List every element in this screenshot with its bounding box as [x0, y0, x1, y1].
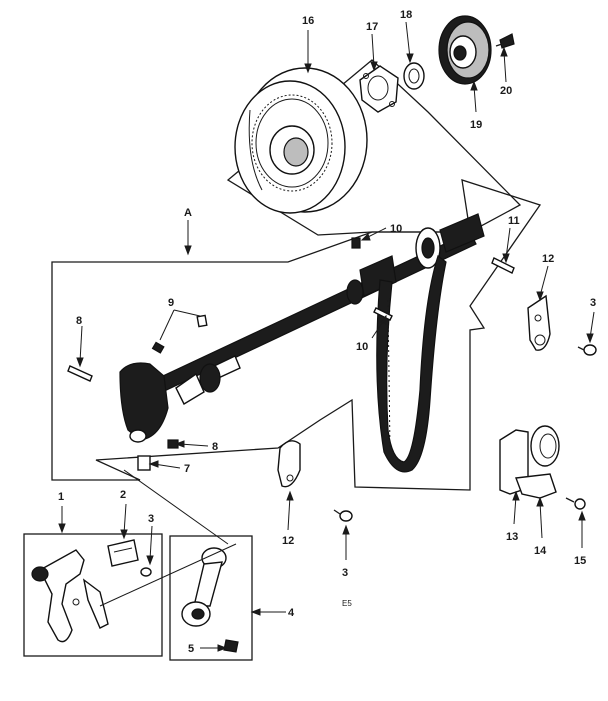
screws	[140, 344, 597, 577]
callout-1: 1	[58, 491, 64, 503]
callout-14: 14	[534, 545, 547, 557]
callout-8-lower: 8	[212, 441, 218, 453]
callout-16: 16	[302, 15, 314, 27]
bracket-lower	[277, 440, 301, 488]
washer	[403, 62, 425, 90]
idler-assembly	[499, 425, 586, 510]
shaft-crank	[119, 362, 205, 443]
callout-18: 18	[400, 9, 412, 21]
callout-12-lower: 12	[282, 535, 294, 547]
page-mark: E5	[342, 599, 352, 608]
callout-7: 7	[184, 463, 190, 475]
pulley-screw	[495, 33, 515, 49]
pin-right	[491, 257, 515, 274]
pin-left	[67, 365, 93, 382]
large-pulley	[234, 67, 368, 214]
callout-19: 19	[470, 119, 482, 131]
callout-3-right: 3	[590, 297, 596, 309]
callout-20: 20	[500, 85, 512, 97]
small-parts-lower	[137, 439, 179, 471]
leader-linkage	[99, 543, 237, 607]
callout-labels: 16 17 18 19 20 A 10 11 12 3 9 8 10 8 7 1…	[58, 9, 596, 655]
pulley-bracket	[359, 65, 399, 113]
linkage-part-1	[31, 549, 109, 643]
callout-13: 13	[506, 531, 518, 543]
callout-A: A	[184, 207, 192, 219]
callout-10-lower: 10	[356, 341, 368, 353]
callout-10-upper: 10	[390, 223, 402, 235]
callout-12-right: 12	[542, 253, 554, 265]
part-4-box	[169, 535, 253, 661]
part-1-box	[23, 533, 163, 657]
linkage-part-4	[181, 547, 239, 653]
callout-3-left: 3	[148, 513, 154, 525]
callout-3-lower: 3	[342, 567, 348, 579]
callout-17: 17	[366, 21, 378, 33]
callout-8-upper: 8	[76, 315, 82, 327]
gear-pulley	[438, 15, 492, 85]
leader-linkage-upper	[123, 469, 229, 545]
bracket-right	[527, 294, 551, 351]
callout-15: 15	[574, 555, 586, 567]
callout-4: 4	[288, 607, 295, 619]
callout-11: 11	[508, 215, 520, 227]
callout-5: 5	[188, 643, 194, 655]
callout-2: 2	[120, 489, 126, 501]
plate-part-2	[107, 539, 139, 567]
set-screws	[151, 314, 208, 354]
drive-belt	[376, 255, 447, 473]
leader-arrows	[58, 21, 595, 652]
collar-parts	[351, 237, 393, 321]
callout-9: 9	[168, 297, 174, 309]
